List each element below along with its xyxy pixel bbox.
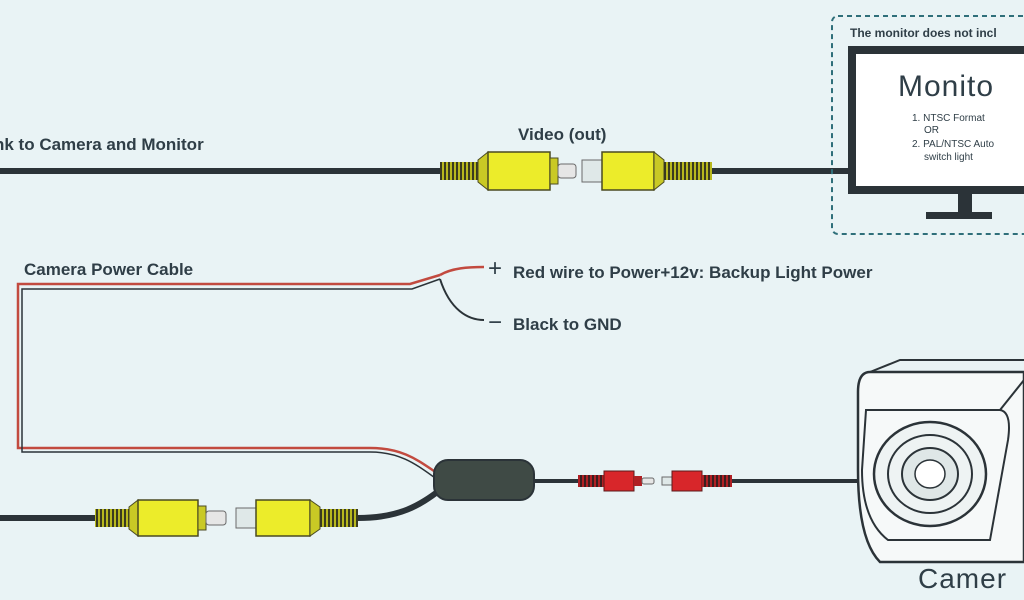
monitor-base: [926, 212, 992, 219]
control-module: [433, 459, 535, 501]
monitor-neck: [958, 194, 972, 212]
monitor-screen: [856, 54, 1024, 186]
monitor-line-2: OR: [924, 125, 939, 136]
monitor-line-4: switch light: [924, 152, 973, 163]
plus-sign: +: [488, 255, 502, 282]
camera-power-cable: [16, 265, 485, 481]
monitor-line-1: 1. NTSC Format: [912, 113, 985, 124]
power-cable-label: Camera Power Cable: [24, 260, 193, 279]
camera-lens: [914, 459, 946, 489]
bottom-rca-male-connector: [95, 498, 227, 538]
link-label: nk to Camera and Monitor: [0, 135, 204, 154]
camera-label: Camer: [918, 563, 1007, 594]
bottom-rca-female-connector: [235, 499, 358, 537]
minus-sign: −: [488, 309, 502, 336]
red-power-connector-right: [661, 470, 732, 492]
monitor-dashed-box: [831, 15, 1024, 235]
monitor-title: Monito: [898, 70, 994, 103]
camera-group: Camer: [856, 359, 1024, 594]
monitor-line-3: 2. PAL/NTSC Auto: [912, 139, 995, 150]
top-rca-female-connector: [581, 150, 712, 192]
monitor-group: The monitor does not incl Monito 1. NTSC…: [831, 15, 1024, 235]
red-wire-label: Red wire to Power+12v: Backup Light Powe…: [513, 263, 873, 282]
video-out-label: Video (out): [518, 125, 606, 144]
monitor-note: The monitor does not incl: [850, 26, 997, 40]
top-rca-male-connector: [440, 150, 577, 192]
red-power-connector-left: [578, 470, 655, 492]
black-wire-label: Black to GND: [513, 315, 622, 334]
bottom-video-cable: [0, 487, 442, 521]
